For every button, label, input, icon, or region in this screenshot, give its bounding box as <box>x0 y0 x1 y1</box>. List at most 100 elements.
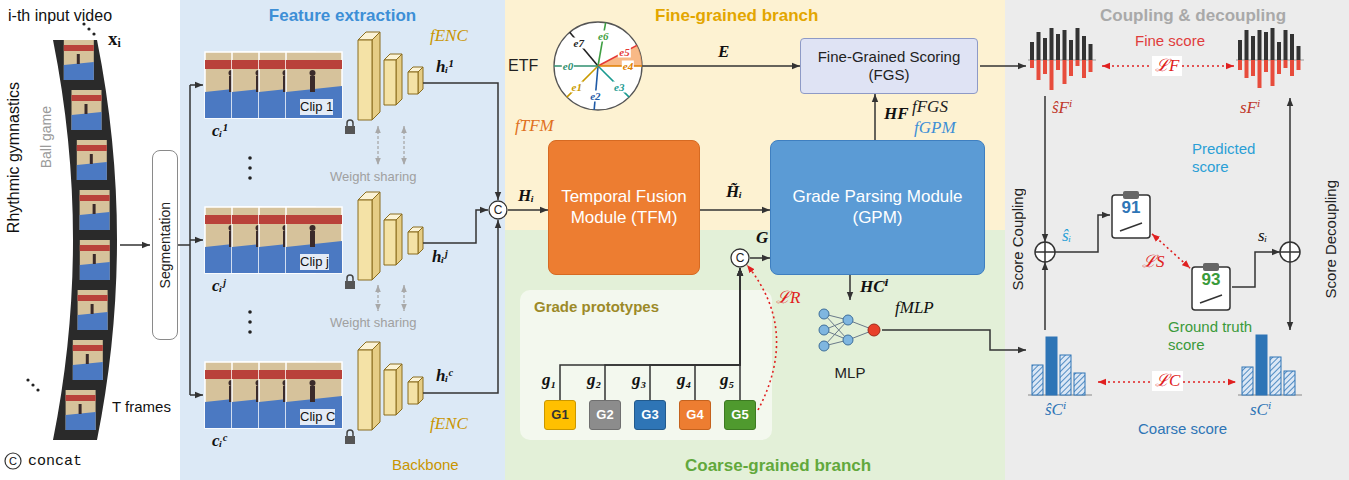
node-text: Feature extraction <box>180 6 505 26</box>
clipboard-mark <box>1120 223 1142 231</box>
edge-label: G <box>754 228 770 248</box>
weight-sharing-arrow <box>403 285 404 311</box>
text-label: Weight sharing <box>330 169 416 185</box>
flow-connector <box>605 268 740 400</box>
panel-ground <box>1005 0 1349 480</box>
flow-arrow <box>1232 252 1280 287</box>
clip-frames <box>286 52 342 118</box>
video-strip <box>73 340 103 380</box>
edge-label: HF <box>882 104 911 124</box>
flow-connector <box>750 257 770 259</box>
mlp-icon-shape <box>812 300 888 400</box>
edge-label: E <box>716 42 731 62</box>
lock-icon <box>345 120 355 444</box>
edge-label: g₃ <box>630 370 648 390</box>
math-label: ŝCⁱ <box>1045 400 1066 420</box>
flow-arrow <box>1289 98 1291 242</box>
sum-symbol <box>1035 242 1055 262</box>
edge-label: g₅ <box>718 370 736 390</box>
panel-ground <box>505 0 1005 230</box>
ellipsis-dots <box>248 330 252 334</box>
text-label: Score Decoupling <box>1322 180 1340 298</box>
coarse-score-chart <box>1242 367 1253 395</box>
coarse-score-chart <box>1046 337 1057 395</box>
score-card: 93 <box>1190 262 1232 312</box>
text-label: i-th input video <box>8 6 112 25</box>
mlp-neuron <box>819 309 829 319</box>
sum-symbol <box>1280 242 1300 262</box>
node-text: G2 <box>596 407 613 423</box>
math-label: fMLP <box>895 298 934 318</box>
concat-symbol: C <box>730 248 750 268</box>
video-strip <box>78 290 108 330</box>
concat-circle <box>731 249 749 267</box>
legend-text: concat <box>28 453 82 470</box>
panel-region: Feature extraction <box>180 0 505 480</box>
node-text: G5 <box>731 407 748 423</box>
encoder-block <box>358 32 423 120</box>
clip-frames <box>286 362 342 428</box>
math-label: fGPM <box>914 118 956 138</box>
lock-icon <box>345 275 355 289</box>
encoder-block <box>358 192 423 280</box>
text-label: Coarse score <box>1138 420 1227 438</box>
clipboard-board <box>1112 195 1150 238</box>
flow-connector <box>642 65 800 67</box>
node-text: Coupling & decoupling <box>1100 6 1286 26</box>
lock-icon <box>345 120 355 134</box>
encoder-block <box>358 342 423 430</box>
edge-label: g₁ <box>540 370 558 390</box>
lock-icon <box>345 126 355 134</box>
math-label: xᵢ <box>108 28 121 51</box>
ellipsis-dots <box>248 176 252 180</box>
math-label: cᵢᶜ <box>212 431 227 451</box>
weight-sharing-arrow <box>403 126 404 165</box>
sum-symbol <box>1280 242 1300 262</box>
clipboard-clip <box>1123 191 1139 199</box>
text-label: Clip 1 <box>300 99 333 115</box>
node-text: e1 <box>571 82 583 93</box>
weight-sharing-arrow <box>377 126 378 165</box>
legend-symbol <box>5 453 21 469</box>
mlp-neuron <box>843 335 853 345</box>
panel-ground <box>180 0 1349 480</box>
mlp-output <box>868 324 880 336</box>
flow-connector <box>874 94 876 140</box>
lock-icon <box>347 120 353 126</box>
weight-sharing-arrow <box>377 285 378 311</box>
flow-arrow <box>1044 262 1046 330</box>
edge-label: g₄ <box>675 370 693 390</box>
etf-diagram: ETFe7e6e5e4e3e2e1e0 <box>508 18 642 114</box>
coarse-score-chart <box>1284 371 1295 395</box>
node-text: e4 <box>622 61 634 72</box>
edge-label: Hᵢ <box>516 186 536 206</box>
node-text: Temporal Fusion Module (TFM) <box>557 187 691 228</box>
math-label: fENC <box>430 414 468 434</box>
math-label: hᵢʲ <box>432 247 448 267</box>
flow-arrow <box>178 244 190 246</box>
flow-arrow <box>120 66 1290 395</box>
node-text: MLP <box>812 364 888 382</box>
flow-connector <box>739 268 741 400</box>
text-label: Rhythmic gymnastics <box>4 82 23 233</box>
module-box: Fine-Grained Scoring (FGS) <box>800 38 978 94</box>
text-label: Weight sharing <box>330 315 416 331</box>
node-text: G3 <box>641 407 658 423</box>
coarse-score-chart <box>1270 357 1281 395</box>
module-box: Temporal Fusion Module (TFM) <box>548 140 700 275</box>
encoder-block <box>358 32 423 430</box>
etf-spoke <box>594 66 598 110</box>
math-label: ŝᵢ <box>1062 226 1071 246</box>
mlp-neuron <box>819 341 829 351</box>
module-box: Grade Parsing Module (GPM) <box>770 140 985 275</box>
loss-arrow <box>747 66 1236 410</box>
etf-spoke <box>598 23 606 66</box>
node-text: e3 <box>613 82 625 93</box>
text-label: Fine score <box>1135 32 1205 50</box>
ellipsis-dots <box>26 378 29 381</box>
etf-sector <box>598 45 642 66</box>
lock-icon <box>345 430 355 444</box>
coarse-score-chart <box>1074 373 1085 395</box>
